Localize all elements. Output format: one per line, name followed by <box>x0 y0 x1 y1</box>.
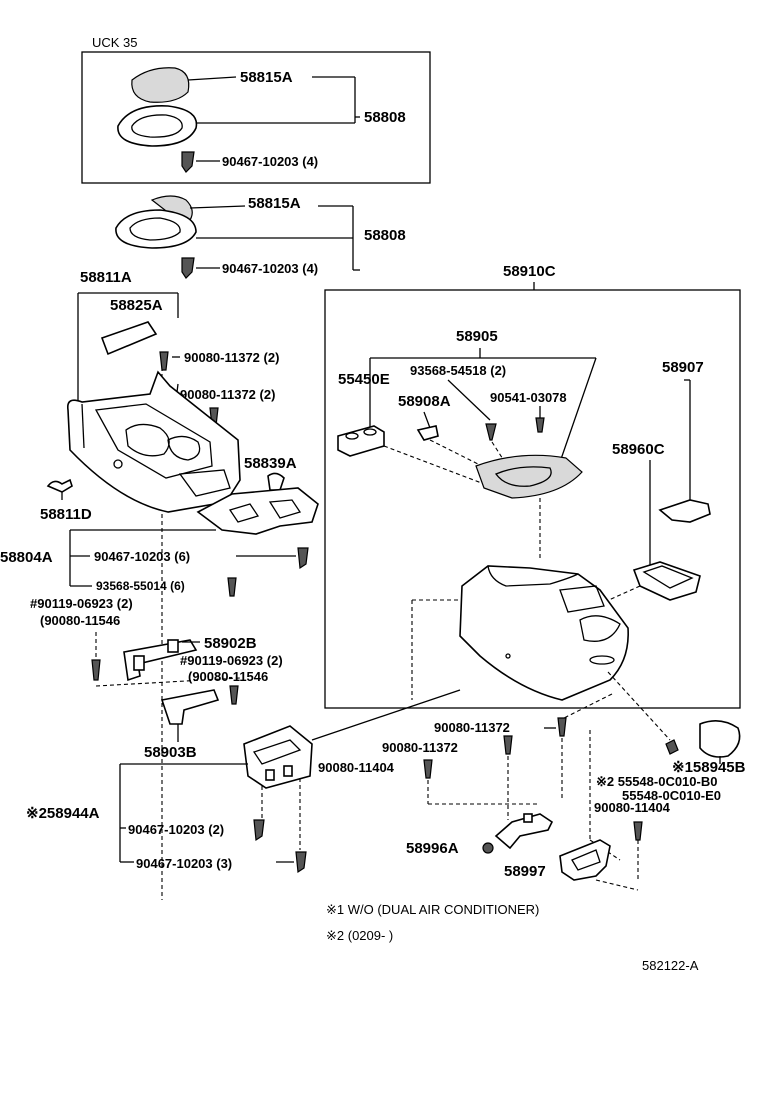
screw-90119-b <box>229 685 239 705</box>
callout-93568-55014: 93568-55014 (6) <box>96 579 185 593</box>
callout-58996A: 58996A <box>406 840 459 857</box>
uck35-inset-frame <box>81 51 431 184</box>
screw-93568-55014 <box>227 577 237 597</box>
cup-holder-55450E <box>337 425 385 457</box>
box-58944A <box>243 725 313 789</box>
callout-58839A: 58839A <box>244 455 297 472</box>
knob-58839A <box>267 472 285 491</box>
screw-90080-11404-b <box>633 821 643 841</box>
screw-90080-11372-d <box>503 735 513 755</box>
callout-55548-a: ※2 55548-0C010-B0 <box>596 774 717 789</box>
clip-90467-3 <box>295 851 307 874</box>
screw-90080-11372-c <box>557 717 567 737</box>
callout-58903B: 58903B <box>144 744 197 761</box>
grommet-58811D <box>46 478 73 493</box>
callout-58905: 58905 <box>456 328 498 345</box>
callout-55548-b: 55548-0C010-E0 <box>622 788 721 803</box>
screw-90080-a <box>159 351 169 371</box>
callout-58811A: 58811A <box>80 269 132 286</box>
lid-58815A-mid <box>150 195 193 221</box>
screw-90541 <box>535 417 545 433</box>
callout-90080-11546-b: (90080-11546 <box>188 669 268 684</box>
bezel-58808-mid <box>115 209 197 249</box>
callout-90467-6: 90467-10203 (6) <box>94 549 190 564</box>
callout-58825A: 58825A <box>110 297 163 314</box>
model-note: UCK 35 <box>92 35 138 50</box>
clip-90467-mid <box>181 257 195 279</box>
clip-90467-2 <box>253 819 265 842</box>
callout-90080-11404-a: 90080-11404 <box>318 760 395 775</box>
cover-58905 <box>475 454 583 499</box>
callout-90080-11546-a: (90080-11546 <box>40 613 120 628</box>
callout-90119-b: #90119-06923 (2) <box>180 653 283 668</box>
callout-58910C: 58910C <box>503 263 556 280</box>
callout-58902B: 58902B <box>204 635 257 652</box>
callout-90119-a: #90119-06923 (2) <box>30 596 133 611</box>
callout-90080-11372-b: 90080-11372 (2) <box>180 387 275 402</box>
clip-90467-top <box>181 151 195 173</box>
callout-58808-mid: 58808 <box>364 227 406 244</box>
panel-58825A <box>100 321 158 356</box>
clip-58945B <box>665 739 679 755</box>
callout-90080-11404-b: 90080-11404 <box>594 800 671 815</box>
clip-58907 <box>658 499 711 523</box>
knob-58945B <box>699 720 741 758</box>
callout-55450E: 55450E <box>338 371 390 388</box>
callout-90467-top: 90467-10203 (4) <box>222 154 318 169</box>
callout-90541-03078: 90541-03078 <box>490 390 567 405</box>
callout-90467-3: 90467-10203 (3) <box>136 856 232 871</box>
console-58811A <box>66 370 241 513</box>
lid-58815A-top <box>131 67 190 103</box>
bracket-58903B <box>160 689 220 725</box>
figure-code: 582122-A <box>642 958 699 973</box>
callout-90080-11372-a: 90080-11372 (2) <box>184 350 279 365</box>
callout-90080-11372-c: 90080-11372 <box>434 720 510 735</box>
callout-58804A: 58804A <box>0 549 53 566</box>
console-shell-58910C <box>459 565 629 701</box>
bezel-58808-top <box>117 105 198 147</box>
assembly-frame-58910C <box>324 289 741 709</box>
screw-90119-a <box>91 659 101 681</box>
callout-90080-11372-d: 90080-11372 <box>382 740 458 755</box>
note-1: ※1 W/O (DUAL AIR CONDITIONER) <box>326 902 539 917</box>
callout-58960C: 58960C <box>612 441 665 458</box>
screw-90080-11404-a <box>423 759 433 779</box>
callout-58997: 58997 <box>504 863 546 880</box>
callout-58815A-top: 58815A <box>240 69 293 86</box>
callout-58944A: ※258944A <box>26 805 100 822</box>
callout-90467-2: 90467-10203 (2) <box>128 822 224 837</box>
nut-58996A <box>482 842 494 854</box>
part-58908A <box>416 425 439 441</box>
screw-93568-54518 <box>485 423 497 441</box>
callout-58908A: 58908A <box>398 393 451 410</box>
callout-90467-mid: 90467-10203 (4) <box>222 261 318 276</box>
callout-58811D: 58811D <box>40 506 92 523</box>
bracket-58804A <box>196 487 319 535</box>
callout-58945B: ※158945B <box>672 759 746 776</box>
callout-58907: 58907 <box>662 359 704 376</box>
clip-90467-6 <box>297 547 309 570</box>
note-2: ※2 (0209- ) <box>326 928 393 943</box>
callout-58815A-mid: 58815A <box>248 195 301 212</box>
callout-58808-top: 58808 <box>364 109 406 126</box>
bracket-58996A <box>494 813 554 850</box>
callout-93568-54518: 93568-54518 (2) <box>410 363 506 378</box>
bracket-58997 <box>559 839 611 881</box>
